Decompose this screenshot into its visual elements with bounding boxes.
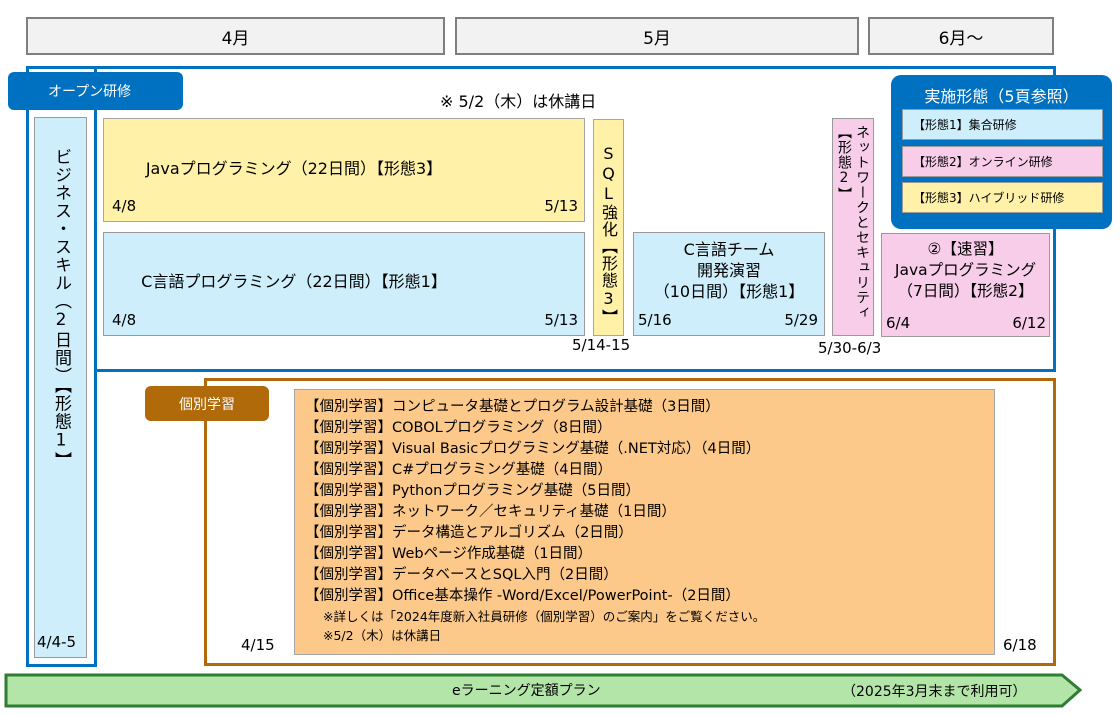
legend-item-2: 【形態2】オンライン研修 <box>902 146 1103 177</box>
open-training-tag: オープン研修 <box>8 72 183 110</box>
legend-item-1: 【形態1】集合研修 <box>902 109 1103 140</box>
legend-item-3-label: 【形態3】ハイブリッド研修 <box>913 191 1065 205</box>
legend-item-1-label: 【形態1】集合研修 <box>913 118 1017 132</box>
java-fast-start: 6/4 <box>886 314 911 332</box>
elearning-arrow <box>4 673 1082 708</box>
holiday-note: ※ 5/2（木）は休講日 <box>440 88 596 112</box>
business-skill-box: ビジネス・スキル（2日間）【形態1】 4/4-5 <box>34 117 87 658</box>
elearning-label: eラーニング定額プラン <box>452 683 601 699</box>
c-title: C言語プログラミング（22日間）【形態1】 <box>141 272 447 292</box>
elearning-arrow-shape <box>4 673 1082 708</box>
individual-note: ※詳しくは「2024年度新入社員研修（個別学習）のご案内」をご覧ください。 <box>323 609 766 624</box>
network-box: ネットワークとセキュリティ【形態2】 <box>832 118 874 336</box>
legend-item-3: 【形態3】ハイブリッド研修 <box>902 182 1103 213</box>
individual-item: 【個別学習】Visual Basicプログラミング基礎（.NET対応）（4日間） <box>305 441 761 457</box>
java-title: Javaプログラミング（22日間）【形態3】 <box>145 159 443 179</box>
individual-tag-label: 個別学習 <box>179 396 235 413</box>
individual-item: 【個別学習】C#プログラミング基礎（4日間） <box>305 462 612 478</box>
individual-item: 【個別学習】ネットワーク／セキュリティ基礎（1日間） <box>305 504 676 520</box>
sql-title: SQL強化【形態3】 <box>599 144 618 326</box>
business-skill-title: ビジネス・スキル（2日間）【形態1】 <box>51 148 71 470</box>
business-skill-date: 4/4-5 <box>37 633 77 651</box>
individual-end: 6/18 <box>1003 636 1037 654</box>
java-start: 4/8 <box>112 197 137 215</box>
java-fast-title: ②【速習】 Javaプログラミング （7日間）【形態2】 <box>882 239 1049 302</box>
month-april-label: 4月 <box>221 28 250 49</box>
c-team-line1: C言語チーム <box>683 240 775 259</box>
open-training-business-frame <box>26 66 97 667</box>
legend-panel: 実施形態（5頁参照） 【形態1】集合研修 【形態2】オンライン研修 【形態3】ハ… <box>891 75 1112 229</box>
c-team-title: C言語チーム 開発演習 （10日間）【形態1】 <box>634 239 824 302</box>
individual-item: 【個別学習】Office基本操作 -Word/Excel/PowerPoint-… <box>305 588 740 604</box>
network-dates: 5/30-6/3 <box>818 339 882 357</box>
individual-list-box: 【個別学習】コンピュータ基礎とプログラム設計基礎（3日間） 【個別学習】COBO… <box>294 389 995 655</box>
individual-frame <box>204 378 1056 666</box>
holiday-note-text: ※ 5/2（木）は休講日 <box>440 92 597 111</box>
c-team-line3: （10日間）【形態1】 <box>653 282 805 301</box>
c-end: 5/13 <box>544 311 578 329</box>
network-title: ネットワークとセキュリティ【形態2】 <box>836 125 870 320</box>
month-april: 4月 <box>26 17 445 55</box>
c-team-start: 5/16 <box>638 311 672 329</box>
individual-note: ※5/2（木）は休講日 <box>323 628 442 643</box>
c-team-box: C言語チーム 開発演習 （10日間）【形態1】 5/16 5/29 <box>633 232 825 336</box>
java-fast-line3: （7日間）【形態2】 <box>897 282 1034 300</box>
java-fast-box: ②【速習】 Javaプログラミング （7日間）【形態2】 6/4 6/12 <box>881 233 1050 337</box>
java-fast-line1: ②【速習】 <box>927 240 1004 258</box>
individual-item: 【個別学習】Webページ作成基礎（1日間） <box>305 546 593 562</box>
java-end: 5/13 <box>544 197 578 215</box>
individual-start: 4/15 <box>241 636 275 654</box>
individual-item: 【個別学習】Pythonプログラミング基礎（5日間） <box>305 483 640 499</box>
individual-item: 【個別学習】COBOLプログラミング（8日間） <box>305 420 612 436</box>
individual-item: 【個別学習】コンピュータ基礎とプログラム設計基礎（3日間） <box>305 399 720 415</box>
java-box: Javaプログラミング（22日間）【形態3】 4/8 5/13 <box>103 118 585 222</box>
legend-item-2-label: 【形態2】オンライン研修 <box>913 155 1053 169</box>
c-team-end: 5/29 <box>784 311 818 329</box>
month-may: 5月 <box>455 17 859 55</box>
java-fast-line2: Javaプログラミング <box>894 261 1037 279</box>
sql-dates: 5/14-15 <box>572 336 631 354</box>
open-training-tag-label: オープン研修 <box>48 84 132 100</box>
sql-box: SQL強化【形態3】 <box>593 119 624 336</box>
month-may-label: 5月 <box>643 28 671 49</box>
c-team-line2: 開発演習 <box>696 261 761 280</box>
c-start: 4/8 <box>112 311 137 329</box>
elearning-note: （2025年3月末まで利用可） <box>842 684 1027 700</box>
month-june-label: 6月～ <box>938 28 984 49</box>
individual-tag: 個別学習 <box>145 386 269 421</box>
java-fast-end: 6/12 <box>1012 314 1046 332</box>
month-june: 6月～ <box>868 17 1054 55</box>
c-box: C言語プログラミング（22日間）【形態1】 4/8 5/13 <box>103 232 585 336</box>
individual-item: 【個別学習】データ構造とアルゴリズム（2日間） <box>305 525 633 541</box>
legend-title: 実施形態（5頁参照） <box>924 87 1079 106</box>
individual-item: 【個別学習】データベースとSQL入門（2日間） <box>305 567 618 583</box>
